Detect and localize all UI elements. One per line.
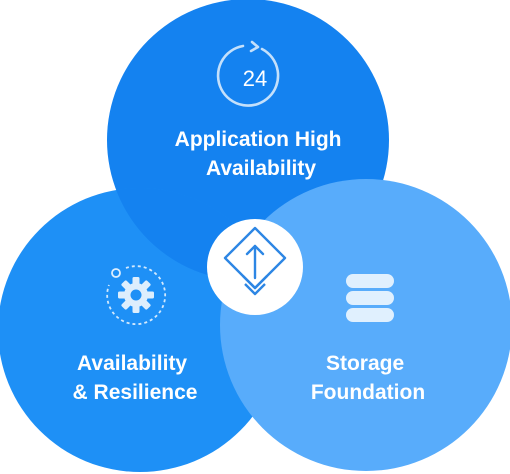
label-application-high-availability: Application High Availability [175,128,348,180]
diamond-upload-icon [223,226,287,296]
label-storage-foundation-line2: Foundation [311,381,425,404]
label-application-high-availability-line2: Availability [206,157,316,180]
label-storage-foundation: Storage Foundation [311,352,425,404]
label-availability-resilience-line1: Availability [77,352,187,375]
overlap-top-left [107,188,282,281]
24-hour-cycle-icon: 24 [216,40,280,107]
database-icon [346,274,394,322]
gear-icon [106,265,167,326]
hours-badge-text: 24 [243,66,267,91]
label-availability-resilience: Availability & Resilience [73,352,198,404]
label-storage-foundation-line1: Storage [326,352,404,375]
label-availability-resilience-line2: & Resilience [73,381,198,404]
label-application-high-availability-line1: Application High [175,128,342,151]
